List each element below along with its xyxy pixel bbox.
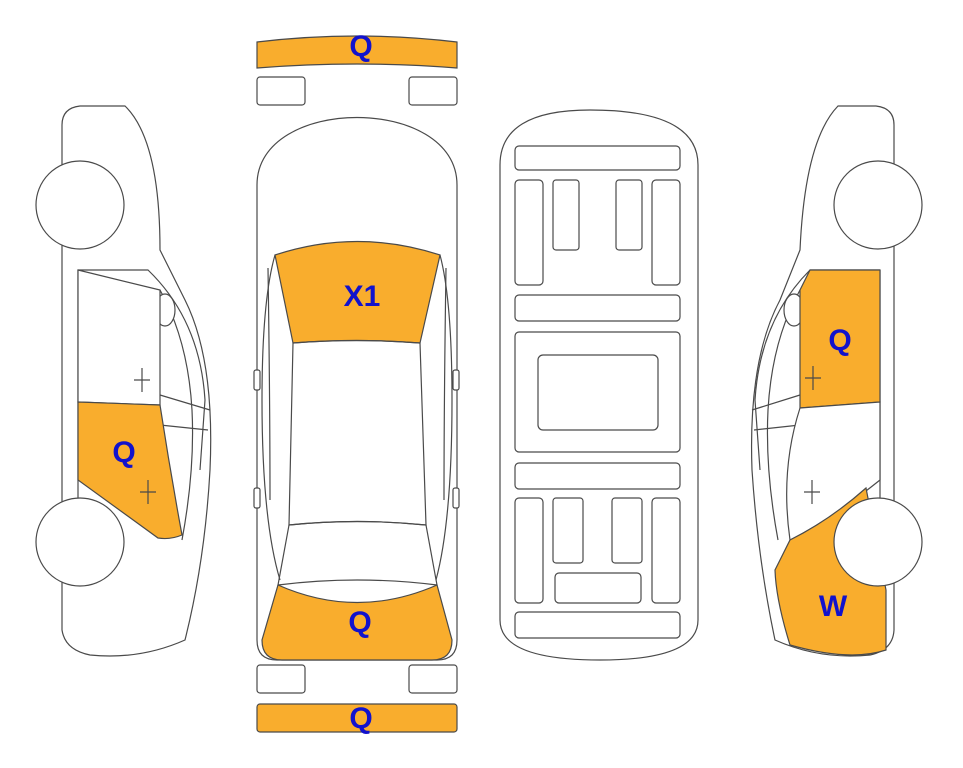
right-inner-curve <box>766 289 801 541</box>
rear-right-light[interactable] <box>408 664 458 694</box>
underbody-view <box>499 109 699 661</box>
left-front-wheel[interactable] <box>35 160 125 250</box>
underbody-slot-2 <box>615 179 643 251</box>
right-side-view: Q W <box>750 105 923 657</box>
right-cabin-line <box>754 269 880 471</box>
left-door-handle-rear <box>140 480 156 504</box>
left-inner-line <box>267 267 271 501</box>
front-bumper-mark: Q <box>349 30 372 63</box>
left-front-door[interactable] <box>77 269 161 406</box>
right-inner-line <box>443 267 447 501</box>
top-body-outline <box>256 116 458 661</box>
right-mirror <box>452 369 460 391</box>
front-left-light[interactable] <box>256 76 306 106</box>
right-door-handle-rear <box>804 480 820 504</box>
left-door-handle-front <box>134 368 150 392</box>
underbody-rail-right <box>651 179 681 286</box>
left-window-line <box>159 394 211 431</box>
left-side-view: Q <box>35 105 212 657</box>
left-handle <box>253 487 261 509</box>
left-rear-door-panel[interactable] <box>77 401 183 540</box>
left-mirror <box>253 369 261 391</box>
underbody-bar-3 <box>514 462 681 490</box>
right-front-fender-mark: W <box>819 590 848 623</box>
underbody-bar-4 <box>514 611 681 639</box>
right-front-door-mark: Q <box>828 324 851 357</box>
underbody-rail-left-rear <box>514 497 544 604</box>
trunk-mark: Q <box>348 606 371 639</box>
front-right-light[interactable] <box>408 76 458 106</box>
rear-bumper-mark: Q <box>349 702 372 735</box>
left-cabin-line <box>78 269 206 471</box>
underbody-slot-5 <box>554 572 642 604</box>
rear-left-light[interactable] <box>256 664 306 694</box>
underbody-rail-left <box>514 179 544 286</box>
top-view: Q X1 Q Q <box>253 30 460 735</box>
right-side-pillar <box>435 254 453 581</box>
right-handle <box>452 487 460 509</box>
trunk-panel[interactable] <box>261 584 453 661</box>
left-inner-curve <box>159 289 194 541</box>
hood-mark: X1 <box>344 280 381 313</box>
front-bumper-panel[interactable] <box>256 35 458 69</box>
right-door-handle-front <box>805 366 821 390</box>
rear-bumper-panel[interactable] <box>256 703 458 733</box>
underbody-slot-1 <box>552 179 580 251</box>
right-window-line <box>751 394 801 431</box>
right-rear-wheel[interactable] <box>833 160 923 250</box>
underbody-slot-4 <box>611 497 643 564</box>
left-rear-door-mark: Q <box>112 436 135 469</box>
left-rear-wheel[interactable] <box>35 497 125 587</box>
underbody-center-plate <box>537 354 659 431</box>
underbody-slot-3 <box>552 497 584 564</box>
right-front-wheel[interactable] <box>833 497 923 587</box>
underbody-bar-1 <box>514 145 681 171</box>
underbody-bar-2 <box>514 294 681 322</box>
underbody-rail-right-rear <box>651 497 681 604</box>
